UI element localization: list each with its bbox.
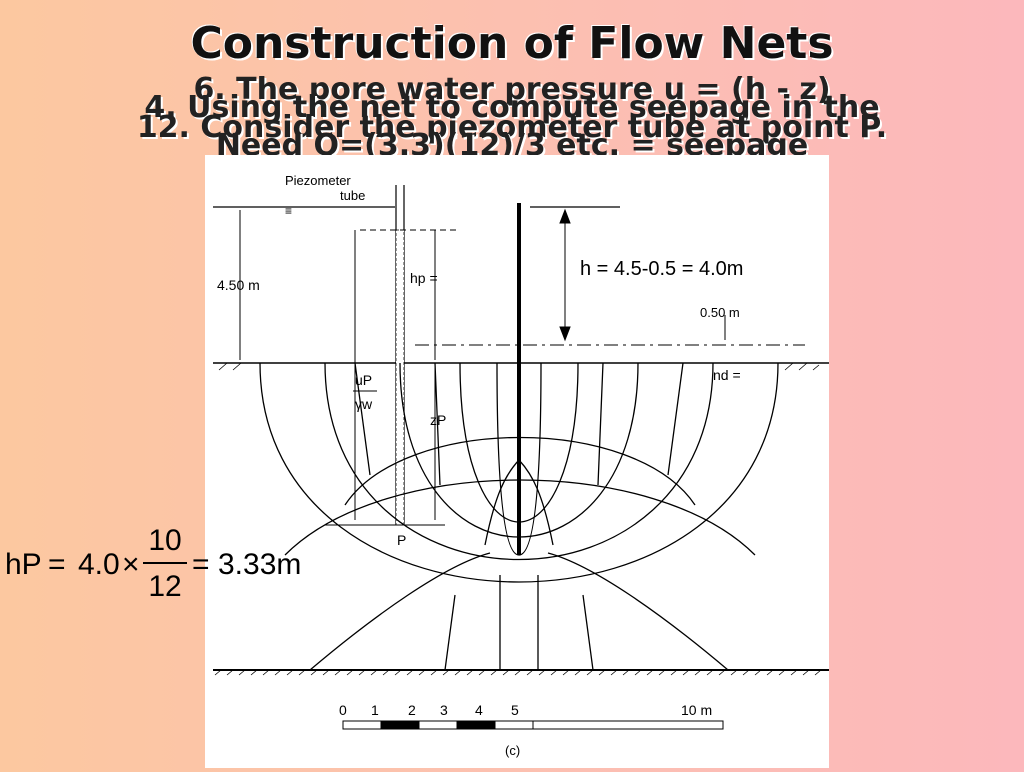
piezometer-label-2: tube [340, 188, 365, 203]
flow-net-panel: ≡ [205, 155, 829, 768]
hp-label: hp = [410, 270, 438, 286]
formula-result: 3.33m [218, 548, 302, 581]
flow-net-diagram: ≡ [213, 173, 829, 758]
hp-formula: hP = 4.0 × 10 12 = 3.33m [5, 524, 302, 603]
formula-value: 4.0 [78, 548, 120, 581]
gamma-label: γw [355, 396, 373, 412]
scale-tick-3: 3 [440, 702, 448, 718]
piezometer-label-1: Piezometer [285, 173, 351, 188]
downstream-depth-label: 0.50 m [700, 305, 740, 320]
upstream-depth-label: 4.50 m [217, 277, 260, 293]
formula-denominator: 12 [148, 570, 182, 603]
nd-label: nd = [713, 367, 741, 383]
scale-tick-4: 4 [475, 702, 483, 718]
equipotential-lines [284, 362, 756, 671]
scale-tick-5: 5 [511, 702, 519, 718]
scale-tick-10: 10 m [681, 702, 712, 718]
up-label: uP [355, 372, 372, 388]
scale-tick-0: 0 [339, 702, 347, 718]
overlap-line-2: 4. Using the net to compute seepage in t… [144, 90, 880, 125]
overlap-line-3: 12. Consider the piezometer tube at poin… [136, 110, 888, 145]
figure-caption: (c) [505, 743, 520, 758]
formula-lhs: hP [5, 548, 42, 581]
formula-numerator: 10 [148, 524, 182, 557]
slide-title: Construction of Flow Nets [190, 18, 834, 69]
svg-text:≡: ≡ [285, 204, 292, 218]
zp-label: zP [430, 412, 446, 428]
head-difference-label: h = 4.5-0.5 = 4.0m [580, 258, 743, 280]
dimension-lines [239, 208, 726, 526]
scale-bar [342, 720, 724, 730]
overlap-line-1: 6. The pore water pressure u = (h - z) [193, 72, 831, 107]
scale-tick-1: 1 [371, 702, 379, 718]
point-p-label: P [397, 532, 406, 548]
flow-lines [259, 362, 779, 583]
scale-tick-2: 2 [408, 702, 416, 718]
